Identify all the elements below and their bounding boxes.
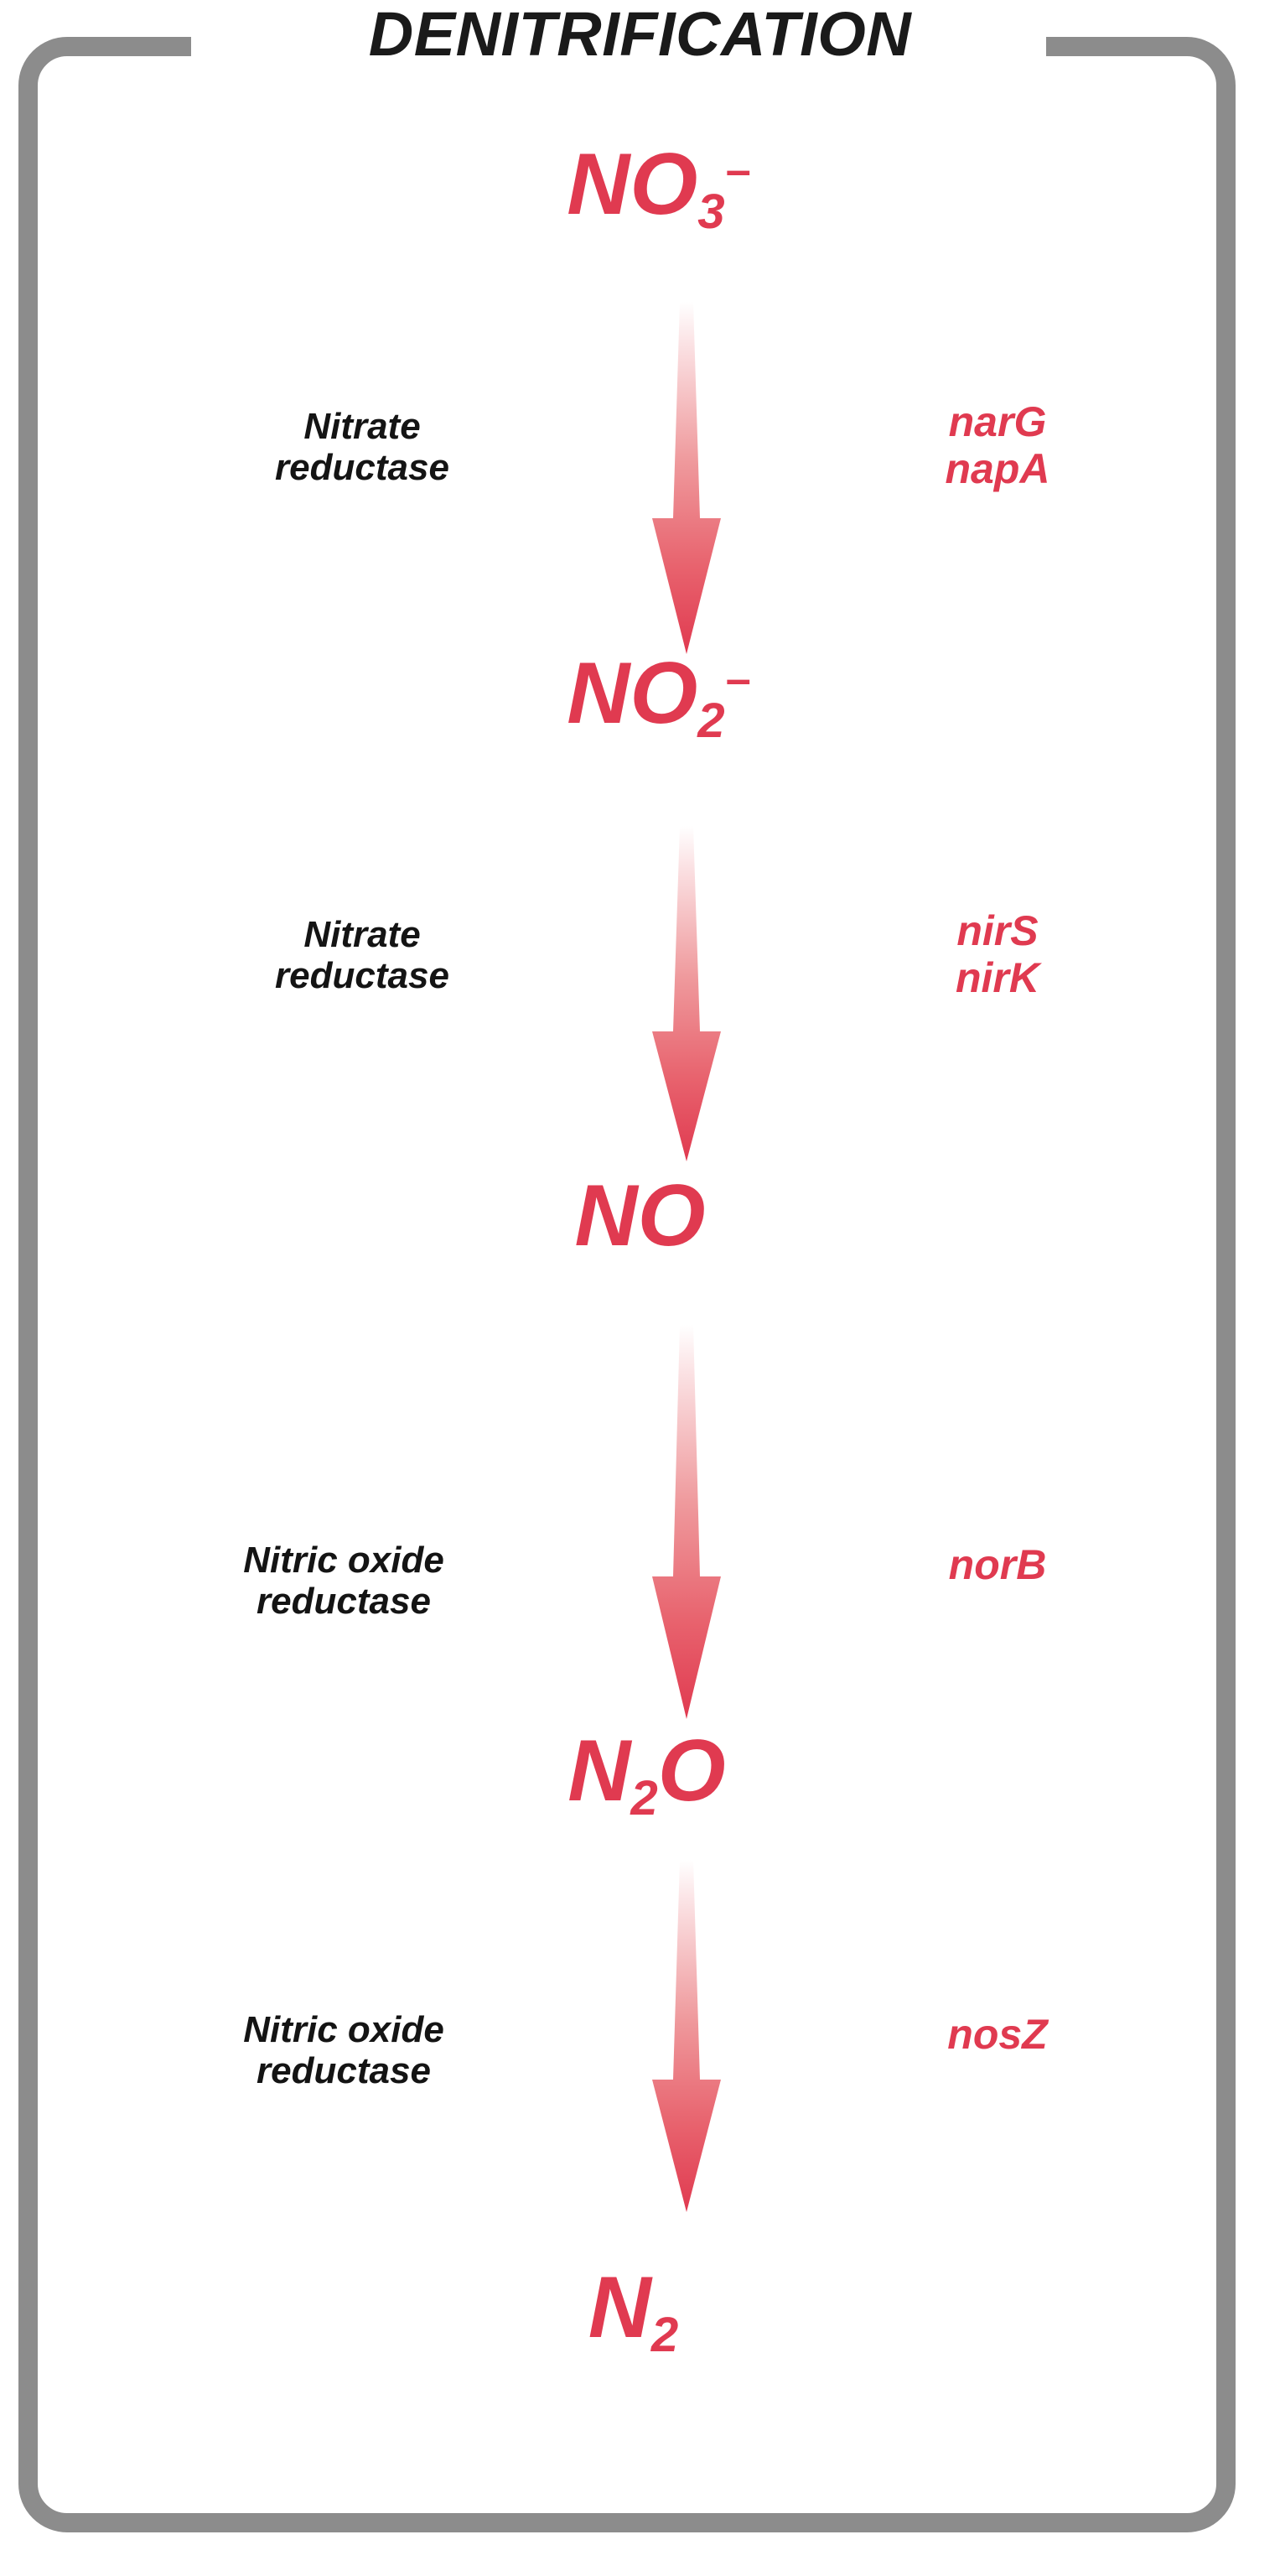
species-dinitrogen-subscript: 2: [650, 2308, 679, 2363]
species-nitrate-subscript: 3: [697, 184, 725, 240]
arrow-step-4: [622, 1860, 756, 2212]
arrow-step-1: [622, 302, 756, 654]
species-nitrate-base: NO: [567, 136, 698, 233]
species-dinitrogen-base: N: [588, 2259, 651, 2356]
species-dinitrogen: N2: [0, 2264, 1280, 2360]
arrow-step-3: [622, 1325, 756, 1719]
species-nitric-oxide-base: NO: [574, 1167, 706, 1265]
species-nitric-oxide: NO: [0, 1172, 1280, 1259]
gene-label-step-3: norB: [948, 1541, 1047, 1588]
species-nitrite: NO2–: [0, 650, 1280, 745]
species-nitrite-superscript: –: [725, 654, 751, 705]
gene-label-step-4: nosZ: [947, 2011, 1048, 2058]
species-nitrate-superscript: –: [725, 145, 751, 196]
enzyme-label-step-3: Nitric oxide reductase: [243, 1540, 444, 1623]
species-nitrate: NO3–: [0, 141, 1280, 236]
enzyme-label-step-1: Nitrate reductase: [275, 406, 449, 489]
gene-label-step-1: narG napA: [945, 398, 1050, 492]
enzyme-label-step-4: Nitric oxide reductase: [243, 2009, 444, 2092]
page-title: DENITRIFICATION: [368, 0, 912, 69]
species-nitrite-base: NO: [567, 645, 698, 742]
enzyme-label-step-2: Nitrate reductase: [275, 914, 449, 997]
species-nitrite-subscript: 2: [697, 693, 725, 749]
species-nitrous-oxide-subscript: 2: [630, 1771, 658, 1826]
species-nitrous-oxide: N2O: [0, 1727, 1280, 1823]
title-gap: [191, 25, 1046, 65]
species-nitrous-oxide-tail: O: [657, 1722, 726, 1820]
gene-label-step-2: nirS nirK: [956, 907, 1039, 1001]
species-nitrous-oxide-base: N: [567, 1722, 631, 1820]
arrow-step-2: [622, 826, 756, 1161]
